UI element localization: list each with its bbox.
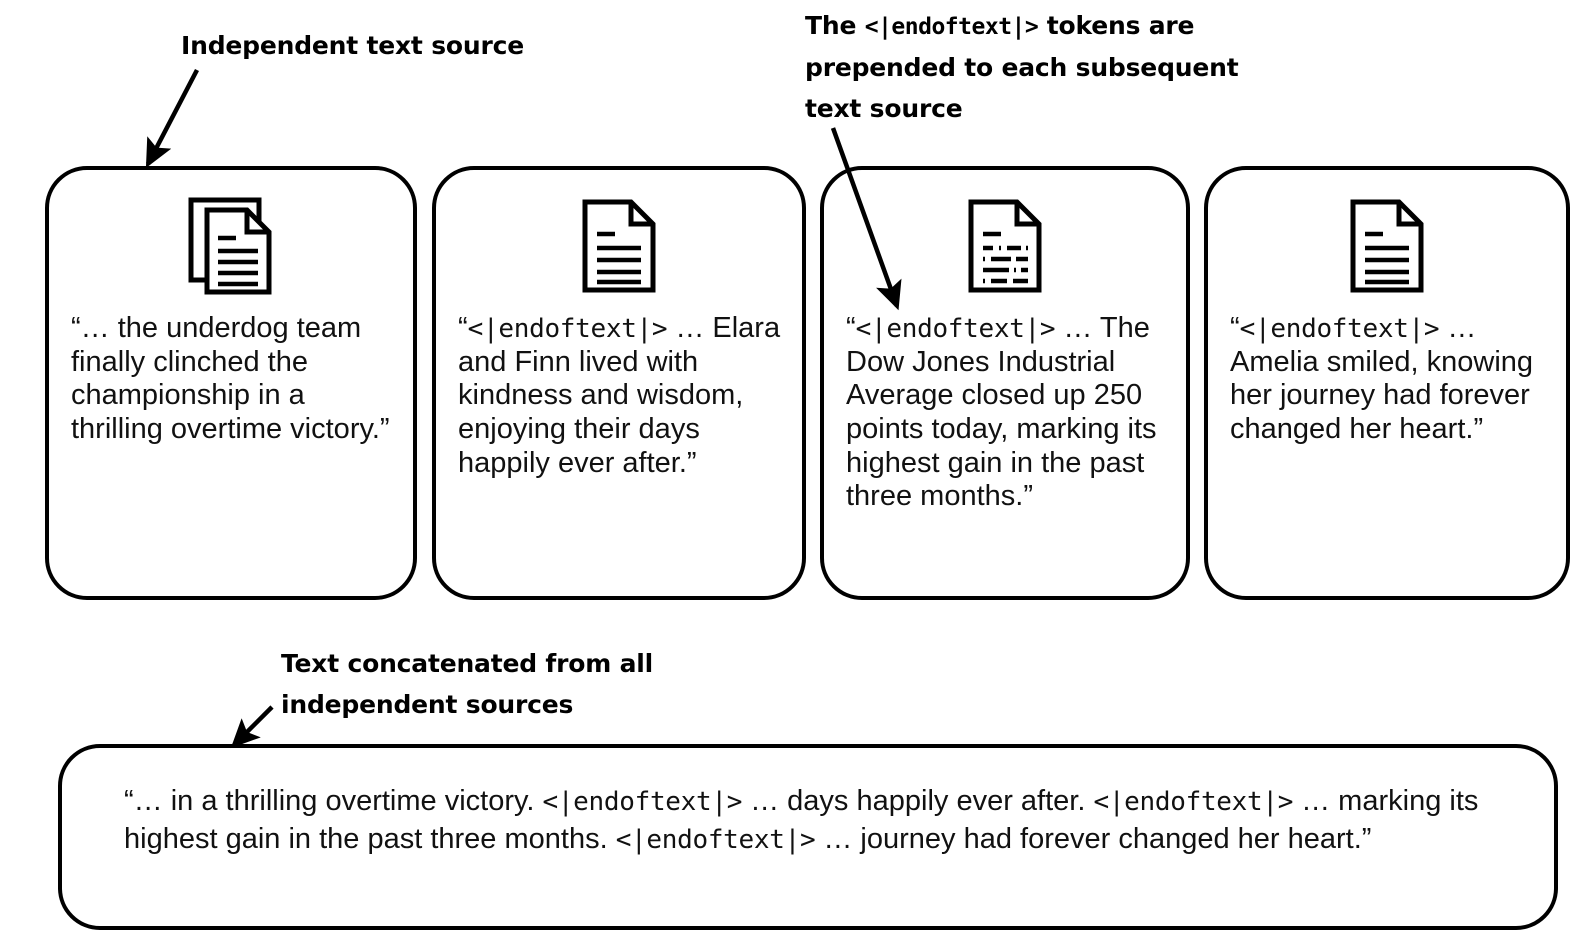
card-2-quote: … Elara and Finn lived with kindness and… xyxy=(458,312,789,479)
annotation-independent-text-source: Independent text source xyxy=(181,31,524,60)
endoftext-token: <|endoftext|> xyxy=(542,787,743,817)
card-4-open-quote: “ xyxy=(1230,312,1240,344)
card-2-icon-wrap xyxy=(436,196,802,304)
card-3-text: “<|endoftext|> … The Dow Jones Industria… xyxy=(846,312,1172,514)
arrow-concatenated xyxy=(230,705,274,749)
endoftext-token: <|endoftext|> xyxy=(1093,787,1294,817)
card-1-icon-wrap xyxy=(49,196,413,304)
card-3-quote: … The Dow Jones Industrial Average close… xyxy=(846,312,1165,513)
card-4-icon-wrap xyxy=(1208,196,1566,304)
text-source-card-3[interactable]: “<|endoftext|> … The Dow Jones Industria… xyxy=(820,166,1190,600)
concatenated-text-bar[interactable]: “… in a thrilling overtime victory. <|en… xyxy=(58,744,1558,930)
concatenated-text-segment: … journey had forever changed her heart.… xyxy=(815,823,1372,856)
document-lines-icon xyxy=(582,199,656,293)
annotation-eot-prefix: The xyxy=(805,11,865,40)
concatenated-text: “… in a thrilling overtime victory. <|en… xyxy=(124,782,1514,859)
annotation-eot-prepended: The <|endoftext|> tokens are prepended t… xyxy=(805,5,1265,129)
arrow-independent-source xyxy=(145,68,199,168)
document-lines-icon xyxy=(1350,199,1424,293)
text-source-card-4[interactable]: “<|endoftext|> … Amelia smiled, knowing … xyxy=(1204,166,1570,600)
card-1-text: “… the underdog team finally clinched th… xyxy=(71,312,399,447)
annotation-text-concatenated: Text concatenated from all independent s… xyxy=(281,649,662,719)
endoftext-token: <|endoftext|> xyxy=(855,314,1056,344)
card-4-quote: … Amelia smiled, knowing her journey had… xyxy=(1230,312,1542,445)
endoftext-token: <|endoftext|> xyxy=(864,14,1039,40)
concatenated-text-segment: … marking its highest gain in the past t… xyxy=(124,785,1487,856)
endoftext-token: <|endoftext|> xyxy=(615,825,816,856)
card-3-open-quote: “ xyxy=(846,312,856,344)
card-2-text: “<|endoftext|> … Elara and Finn lived wi… xyxy=(458,312,788,480)
card-2-open-quote: “ xyxy=(458,312,468,344)
endoftext-token: <|endoftext|> xyxy=(467,314,668,344)
documents-stack-icon xyxy=(188,197,272,295)
card-1-quote: “… the underdog team finally clinched th… xyxy=(71,312,390,445)
concatenated-text-segment: “… in a thrilling overtime victory. xyxy=(124,785,543,817)
card-3-icon-wrap xyxy=(824,196,1186,304)
document-dashed-lines-icon xyxy=(968,199,1042,293)
concatenated-text-segment: … days happily ever after. xyxy=(742,785,1094,817)
text-source-card-1[interactable]: “… the underdog team finally clinched th… xyxy=(45,166,417,600)
endoftext-token: <|endoftext|> xyxy=(1239,314,1440,344)
annotation-eot-suffix: tokens are prepended to each subsequent … xyxy=(805,11,1247,123)
card-4-text: “<|endoftext|> … Amelia smiled, knowing … xyxy=(1230,312,1552,447)
text-source-card-2[interactable]: “<|endoftext|> … Elara and Finn lived wi… xyxy=(432,166,806,600)
